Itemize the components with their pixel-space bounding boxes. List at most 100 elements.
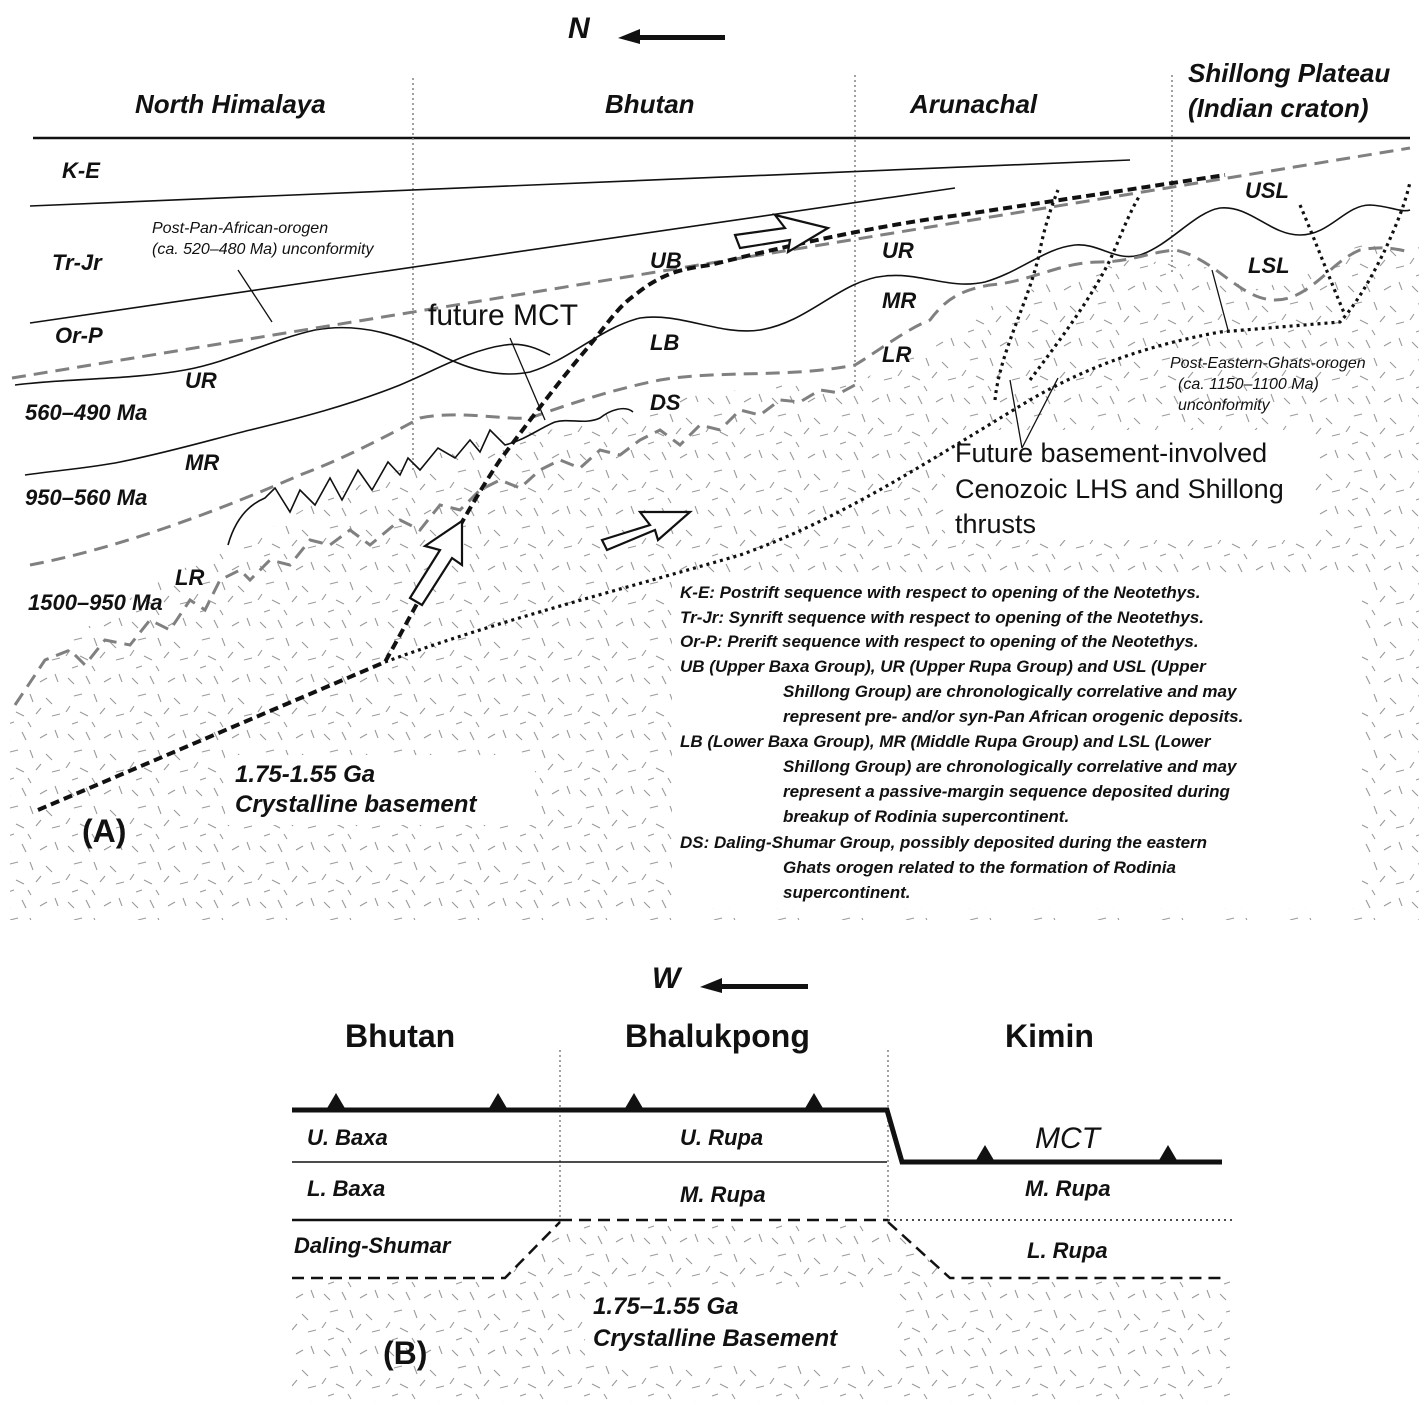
region-bhutan-a: Bhutan	[605, 89, 695, 119]
region-kimin: Kimin	[1005, 1018, 1094, 1054]
legend-line: represent pre- and/or syn-Pan African or…	[783, 707, 1243, 726]
thrust-arrow-lower	[600, 510, 693, 552]
region-north-himalaya: North Himalaya	[135, 89, 326, 119]
legend: K-E: Postrift sequence with respect to o…	[680, 583, 1243, 902]
legend-line: supercontinent.	[783, 883, 911, 902]
panel-label-b: (B)	[383, 1335, 427, 1371]
pan-african-note-1: Post-Pan-African-orogen	[152, 220, 328, 237]
future-mct-label: future MCT	[428, 299, 578, 332]
thrust-arrow-upper	[733, 213, 831, 255]
mr-base-line	[24, 343, 551, 476]
legend-line: Shillong Group) are chronologically corr…	[783, 682, 1238, 701]
future-thrusts-note-1: Future basement-involved	[955, 438, 1267, 468]
unit-m-rupa-right: M. Rupa	[1025, 1176, 1111, 1201]
unit-daling-shumar: Daling-Shumar	[294, 1233, 452, 1258]
mct-tooth	[1158, 1145, 1178, 1162]
pan-african-unconformity	[11, 146, 1411, 380]
legend-line: DS: Daling-Shumar Group, possibly deposi…	[680, 833, 1207, 852]
thrust-label-backdrop	[945, 430, 1315, 540]
leader-thrusts-2	[1021, 377, 1059, 449]
legend-line: UB (Upper Baxa Group), UR (Upper Rupa Gr…	[680, 657, 1207, 676]
region-shillong: Shillong Plateau	[1188, 58, 1390, 88]
future-thrust-shillong	[1298, 204, 1347, 316]
unit-ub: UB	[650, 248, 682, 273]
eastern-ghats-note-2: (ca. 1150–1100 Ma)	[1178, 376, 1319, 393]
basement-name-a: Crystalline basement	[235, 791, 477, 818]
basement-age-b: 1.75–1.55 Ga	[593, 1293, 738, 1320]
mct-tooth	[488, 1093, 508, 1110]
age-560-490: 560–490 Ma	[25, 400, 147, 425]
unit-lsl: LSL	[1248, 253, 1290, 278]
future-thrusts-note-2: Cenozoic LHS and Shillong	[955, 474, 1284, 504]
unit-ds: DS	[650, 390, 681, 415]
unit-l-rupa: L. Rupa	[1027, 1238, 1108, 1263]
unit-lr-right: LR	[882, 342, 911, 367]
mct-tooth	[975, 1145, 995, 1162]
basement-label-backdrop-a	[225, 755, 535, 825]
lr-left-wavy-line	[227, 407, 634, 546]
mct-trace	[292, 1107, 1222, 1165]
eastern-ghats-note-1: Post-Eastern-Ghats-orogen	[1170, 355, 1366, 372]
panel-label-a: (A)	[82, 813, 126, 849]
age-1500-950: 1500–950 Ma	[28, 590, 163, 615]
age-950-560: 950–560 Ma	[25, 485, 147, 510]
region-bhalukpong: Bhalukpong	[625, 1018, 810, 1054]
unit-lb: LB	[650, 330, 679, 355]
unit-u-baxa: U. Baxa	[307, 1125, 388, 1150]
legend-line: represent a passive-margin sequence depo…	[783, 782, 1230, 801]
future-thrust-main	[384, 181, 1412, 664]
eastern-ghats-note-3: unconformity	[1178, 397, 1271, 414]
unit-trjr: Tr-Jr	[52, 250, 103, 275]
north-arrow	[618, 29, 725, 44]
unit-u-rupa: U. Rupa	[680, 1125, 763, 1150]
thrust-arrow-mct	[408, 518, 464, 607]
leader-pan-african	[237, 269, 273, 323]
leader-thrusts-1	[1009, 379, 1023, 449]
unit-mr-left: MR	[185, 450, 219, 475]
west-arrow	[700, 978, 808, 993]
legend-line: Shillong Group) are chronologically corr…	[783, 757, 1238, 776]
mct-label: MCT	[1035, 1122, 1103, 1155]
unit-lr-left: LR	[175, 565, 204, 590]
upper-blank-b2	[888, 1222, 1230, 1280]
future-mct-line	[37, 173, 1226, 812]
leader-future-mct	[509, 337, 546, 421]
mct-tooth	[326, 1093, 346, 1110]
region-indian-craton: (Indian craton)	[1188, 93, 1369, 123]
unit-l-baxa: L. Baxa	[307, 1176, 385, 1201]
north-label: N	[568, 12, 591, 45]
basement-name-b: Crystalline Basement	[593, 1325, 838, 1352]
leader-eastern-ghats	[1211, 269, 1229, 331]
legend-line: breakup of Rodinia supercontinent.	[783, 807, 1069, 826]
unit-ke: K-E	[62, 158, 101, 183]
upper-blank-b	[292, 1222, 560, 1280]
region-arunachal: Arunachal	[909, 89, 1038, 119]
legend-backdrop	[672, 578, 1362, 908]
unit-ur-right: UR	[882, 238, 914, 263]
lrupa-basement-dash	[887, 1221, 1225, 1280]
ke-base-line	[29, 159, 1131, 207]
west-label: W	[652, 962, 683, 995]
unit-mr-right: MR	[882, 288, 916, 313]
basement-age-a: 1.75-1.55 Ga	[235, 761, 375, 788]
mct-tooth	[624, 1093, 644, 1110]
legend-line: LB (Lower Baxa Group), MR (Middle Rupa G…	[680, 732, 1212, 751]
future-thrusts-note-3: thrusts	[955, 509, 1036, 539]
pan-african-note-2: (ca. 520–480 Ma) unconformity	[152, 241, 374, 258]
legend-line: Tr-Jr: Synrift sequence with respect to …	[680, 608, 1204, 627]
unit-m-rupa-mid: M. Rupa	[680, 1182, 766, 1207]
future-thrust-arc-2	[1028, 194, 1142, 381]
legend-line: K-E: Postrift sequence with respect to o…	[680, 583, 1200, 602]
ur-base-line	[14, 204, 1411, 386]
mct-tooth	[804, 1093, 824, 1110]
unit-usl: USL	[1245, 178, 1289, 203]
basement-label-backdrop-b	[585, 1288, 895, 1358]
daling-basement-dash	[292, 1221, 561, 1280]
mr-lr-boundary-dash	[29, 246, 1411, 567]
unit-ur-left: UR	[185, 368, 217, 393]
future-thrust-arc-1	[993, 189, 1060, 401]
legend-line: Ghats orogen related to the formation of…	[783, 858, 1176, 877]
unit-orp: Or-P	[55, 323, 103, 348]
legend-line: Or-P: Prerift sequence with respect to o…	[680, 632, 1199, 651]
